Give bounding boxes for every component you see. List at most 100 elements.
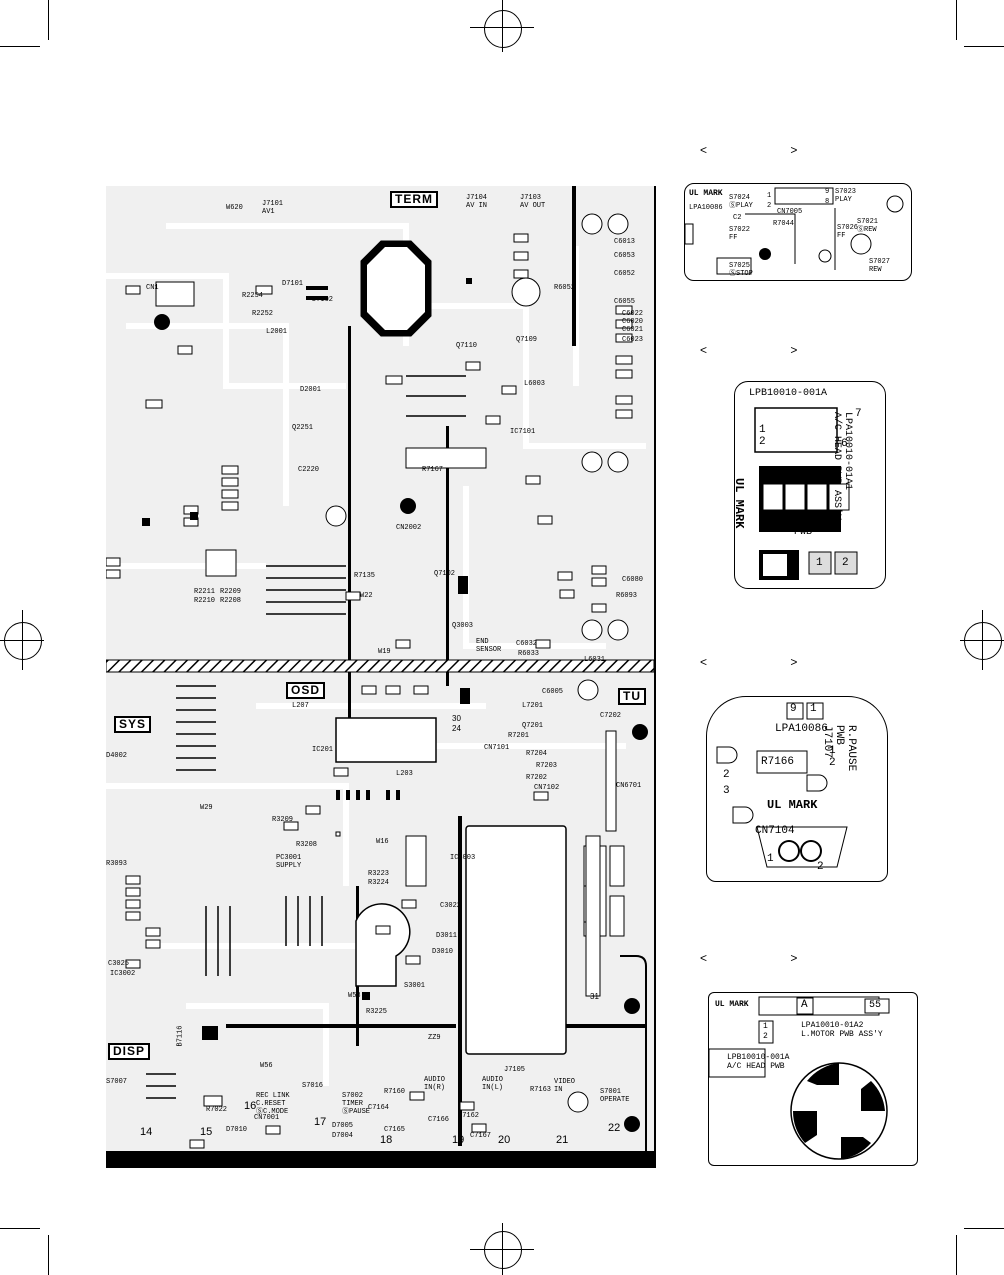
label-cn6701: CN6701 xyxy=(616,782,642,790)
l-motor-pwb: UL MARK A 55 LPA10010-01A2 L.MOTOR PWB A… xyxy=(708,992,918,1166)
box-label: 1 xyxy=(816,557,823,569)
edge-number: 24 xyxy=(452,724,461,733)
label-c2220: C2220 xyxy=(298,466,320,474)
label-j7105: J7105 xyxy=(504,1066,526,1074)
label-q3003: Q3003 xyxy=(452,622,474,630)
crop-mark xyxy=(0,1228,40,1229)
label-zz9: ZZ9 xyxy=(428,1034,441,1042)
edge-number: 16 xyxy=(244,1100,257,1112)
label-r7166: R7166 xyxy=(761,756,795,768)
label-s7021: S7021 ⓈREW xyxy=(857,218,879,234)
pin-label: 9 xyxy=(825,188,830,196)
pin-label: 1 xyxy=(829,745,836,757)
label-c7202: C7202 xyxy=(600,712,622,720)
registration-circle xyxy=(964,622,1002,660)
edge-number: 20 xyxy=(498,1134,511,1146)
label-c6023: C6023 xyxy=(622,336,644,344)
label-c7165: C7165 xyxy=(384,1126,406,1134)
label-c6020: C6020 xyxy=(622,318,644,326)
label-w16: W16 xyxy=(376,838,389,846)
label-r3093: R3093 xyxy=(106,860,128,868)
label-l6003: L6003 xyxy=(524,380,546,388)
label-l203: L203 xyxy=(396,770,413,778)
crop-mark xyxy=(964,1228,1004,1229)
label-cn1: CN1 xyxy=(146,284,159,292)
pin-label: 8 xyxy=(825,198,830,206)
label-s7027: S7027 REW xyxy=(869,258,891,274)
pwb4-sub-number: LPB10010-001A A/C HEAD PWB xyxy=(727,1053,790,1071)
pwb3-traces xyxy=(716,702,848,868)
label-r2208: R2208 xyxy=(220,597,242,605)
pwb2-traces xyxy=(754,407,858,580)
label-l7201: L7201 xyxy=(522,702,544,710)
label-r7044: R7044 xyxy=(773,220,795,228)
label-r7022: R7022 xyxy=(206,1106,228,1114)
label-j7104: J7104 AV IN xyxy=(466,194,488,210)
label-r7202: R7202 xyxy=(526,774,548,782)
label-w53: W53 xyxy=(348,992,361,1000)
pin-label: 1 xyxy=(767,853,774,865)
edge-number: 18 xyxy=(380,1134,393,1146)
ul-mark-label: UL MARK xyxy=(767,798,818,812)
pin-label: 2 xyxy=(817,861,824,873)
registration-circle xyxy=(4,622,42,660)
box-label: 55 xyxy=(869,1000,882,1011)
crop-mark xyxy=(964,46,1004,47)
label-s7002: S7002 TIMER ⓈPAUSE xyxy=(342,1092,371,1116)
label-ic7101: IC7101 xyxy=(510,428,536,436)
label-j7103: J7103 AV OUT xyxy=(520,194,546,210)
label-audio-l: AUDIO IN(L) xyxy=(482,1076,504,1092)
label-d7005: D7005 xyxy=(332,1122,354,1130)
edge-number: 22 xyxy=(608,1122,621,1134)
edge-number: 14 xyxy=(140,1126,153,1138)
label-s7025: S7025 ⓈSTOP xyxy=(729,262,753,278)
ul-mark-label: UL MARK xyxy=(732,478,746,529)
label-q7110: Q7110 xyxy=(456,342,478,350)
pwb2-center-label: A/C HEAD PWB xyxy=(779,516,828,538)
label-r7203: R7203 xyxy=(536,762,558,770)
ac-head-pwb: LPB10010-001A LPA10010-01A1 A/C HEAD PWB… xyxy=(732,381,886,589)
section-label-osd: OSD xyxy=(286,682,326,699)
pwb3-number: LPA10086 xyxy=(775,723,828,735)
label-j7101: J7101 AV1 xyxy=(262,200,284,216)
label-r7160: R7160 xyxy=(384,1088,406,1096)
label-s7023: S7023 PLAY xyxy=(835,188,857,204)
label-r2209: R2209 xyxy=(220,588,242,596)
label-c6021: C6021 xyxy=(622,326,644,334)
label-c6052: C6052 xyxy=(614,270,636,278)
label-d3010: D3010 xyxy=(432,948,454,956)
label-r3208: R3208 xyxy=(296,841,318,849)
pin-label: 6 xyxy=(841,438,848,450)
label-c6013: C6013 xyxy=(614,238,636,246)
label-r3224: R3224 xyxy=(368,879,390,887)
label-b7116: B7116 xyxy=(176,1025,185,1047)
label-r2252: R2252 xyxy=(252,310,274,318)
r-pause-pwb: 9 1 LPA10086 R.PAUSE PWB J7107 R7166 UL … xyxy=(706,696,888,882)
label-l2001: L2001 xyxy=(266,328,288,336)
label-d7102: D7102 xyxy=(312,296,334,304)
box-label: 9 xyxy=(790,703,797,715)
label-d2001: D2001 xyxy=(300,386,322,394)
label-r6093: R6093 xyxy=(616,592,638,600)
label-c7166: C7166 xyxy=(428,1116,450,1124)
section-label-sys: SYS xyxy=(114,716,152,733)
label-ic3003: IC3003 xyxy=(450,854,476,862)
edge-number: 30 xyxy=(452,714,461,723)
label-s7001: S7001 OPERATE xyxy=(600,1088,630,1104)
crop-mark xyxy=(956,0,957,40)
label-cn2002: CN2002 xyxy=(396,524,422,532)
registration-circle xyxy=(484,10,522,48)
label-s7016: S7016 xyxy=(302,1082,324,1090)
edge-number: 21 xyxy=(556,1134,569,1146)
label-cn7101: CN7101 xyxy=(484,744,510,752)
label-c6053: C6053 xyxy=(614,252,636,260)
label-c7167: C7167 xyxy=(470,1132,492,1140)
label-r7163: R7163 xyxy=(530,1086,552,1094)
bracket-label: < > xyxy=(700,655,812,669)
bracket-label: < > xyxy=(700,951,812,965)
pin-label: 2 xyxy=(759,436,766,448)
label-ic3002: IC3002 xyxy=(110,970,136,978)
box-label: A xyxy=(801,999,808,1011)
edge-number: 17 xyxy=(314,1116,327,1128)
pin-label: 2 xyxy=(723,769,730,781)
